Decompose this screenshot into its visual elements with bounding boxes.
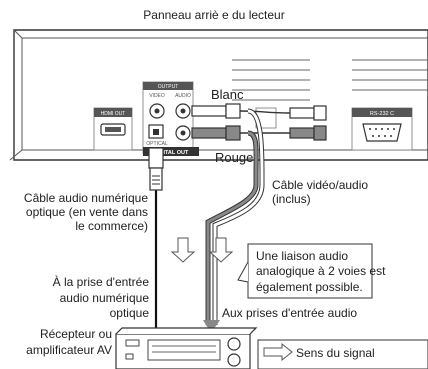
label-prise-entree-2: audio numérique <box>59 291 149 305</box>
output-label: OUTPUT <box>158 84 179 90</box>
label-recepteur-1: Récepteur ou <box>39 327 112 341</box>
av-receiver <box>115 327 258 369</box>
label-cable-audio-num-1: Câble audio numérique <box>23 191 148 205</box>
label-rouge: Rouge <box>215 150 254 165</box>
label-cable-audio-num-2: optique (en vente dans <box>25 205 148 219</box>
label-cable-audio-num-3: le commerce) <box>75 219 148 233</box>
note-box <box>237 243 373 299</box>
diagram-title: Panneau arriè e du lecteur <box>143 8 285 22</box>
digital-out-label: DIGITAL OUT <box>154 150 189 156</box>
rs232c-label: RS-232 C <box>370 111 394 117</box>
rca-plugs <box>191 103 327 141</box>
label-prise-entree-3: optique <box>109 306 149 320</box>
label-prise-entree-1: À la prise d'entrée <box>52 275 149 289</box>
analog-arrow-head <box>203 320 220 333</box>
signal-markers <box>170 237 234 263</box>
note-line-2: analogique à 2 voies est <box>256 264 386 278</box>
video-label: VIDEO <box>149 93 165 99</box>
note-line-3: également possible. <box>256 280 363 294</box>
player-rear-panel: HDMI OUT OUTPUT VIDEO AUDIO OPTICAL DIGI… <box>9 29 428 161</box>
hdmi-out-label: HDMI OUT <box>101 111 126 117</box>
optical-plug <box>148 147 164 191</box>
label-aux-prises: Aux prises d'entrée audio <box>222 306 358 320</box>
cables <box>154 108 291 330</box>
label-recepteur-2: amplificateur AV <box>26 343 112 357</box>
audio-label: AUDIO <box>175 93 191 99</box>
signal-legend <box>257 339 428 369</box>
label-cable-video-audio-1: Câble vidéo/audio <box>272 178 369 192</box>
label-cable-video-audio-2: (inclus) <box>272 192 311 206</box>
label-blanc: Blanc <box>211 87 244 102</box>
note-line-1: Une liaison audio <box>256 249 349 263</box>
rs232c-port <box>362 123 402 142</box>
optical-label: OPTICAL <box>146 141 168 147</box>
label-sens-signal: Sens du signal <box>296 346 375 360</box>
